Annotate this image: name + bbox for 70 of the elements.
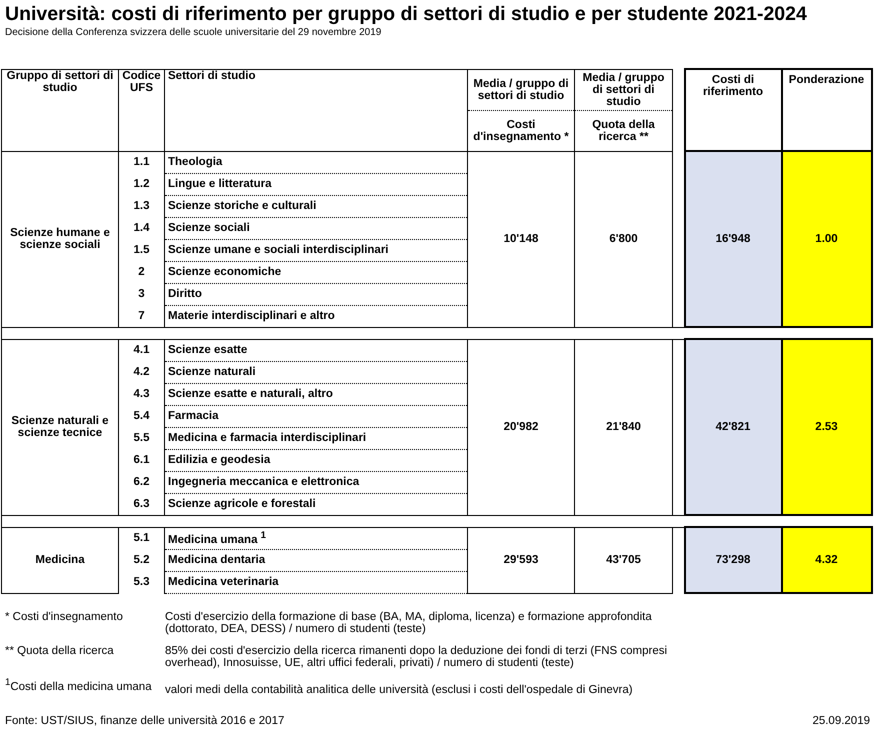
footnote-term: $^{1}$Costi della medicina umana — [5, 677, 153, 693]
field-code: 5.5 — [118, 427, 164, 449]
reference-cost: 73'298 — [684, 527, 782, 593]
field-name: Lingue e litteratura — [164, 173, 468, 195]
column-header: Ponderazione — [782, 69, 872, 151]
cost-value: 10'148 — [468, 151, 574, 327]
column-header: Codice UFS — [118, 69, 164, 151]
field-name: Farmacia — [164, 405, 468, 427]
reference-cost: 16'948 — [684, 151, 782, 327]
field-code: 2 — [118, 261, 164, 283]
footnote-text: Costi d'esercizio della formazione di base (BA, MA, diploma, licenza) e formazione approfondita (dottorato, DEA, DESS) / numero di studenti (teste) — [165, 611, 653, 635]
field-name: Medicina dentaria — [164, 549, 468, 571]
field-code: 4.2 — [118, 361, 164, 383]
field-code: 7 — [118, 305, 164, 327]
group-name: Scienze humane e scienze sociali — [2, 151, 118, 327]
field-code: 6.2 — [118, 471, 164, 493]
field-code: 4.3 — [118, 383, 164, 405]
weighting-value: 1.00 — [782, 151, 872, 327]
field-name: Ingegneria meccanica e elettronica — [164, 471, 468, 493]
field-name: Scienze esatte e naturali, altro — [164, 383, 468, 405]
column-header: Media / gruppo di settori di studio — [468, 69, 574, 110]
cost-value: 20'982 — [468, 339, 574, 515]
column-header: Media / gruppo di settori di studio — [574, 69, 672, 110]
column-header: Gruppo di settori di studio — [2, 69, 118, 151]
cost-value: 6'800 — [574, 151, 672, 327]
field-code: 6.3 — [118, 493, 164, 515]
field-code: 1.1 — [118, 151, 164, 173]
footnote-term: * Costi d'insegnamento — [5, 611, 124, 623]
field-code: 4.1 — [118, 339, 164, 361]
group-name: Scienze naturali e scienze tecnice — [2, 339, 118, 515]
field-name: Scienze sociali — [164, 217, 468, 239]
field-code: 5.3 — [118, 571, 164, 593]
field-name: Edilizia e geodesia — [164, 449, 468, 471]
group-name: Medicina — [2, 527, 118, 593]
footnote-term: ** Quota della ricerca — [5, 645, 115, 657]
footnote-text: 85% dei costi d'esercizio della ricerca rimanenti dopo la deduzione dei fondi di terzi (FNS compresi overhead), Innosuisse, UE, altri uffici federali, privati) / numero di studenti (teste) — [165, 645, 668, 669]
weighting-value: 4.32 — [782, 527, 872, 593]
column-header: Costi di riferimento — [684, 69, 782, 151]
weighting-value: 2.53 — [782, 339, 872, 515]
field-name: Scienze economiche — [164, 261, 468, 283]
field-code: 1.2 — [118, 173, 164, 195]
reference-cost: 42'821 — [684, 339, 782, 515]
column-header: Quota della ricerca ** — [574, 110, 672, 151]
field-name: Medicina umana $^{1}$ — [164, 527, 468, 549]
field-name: Scienze naturali — [164, 361, 468, 383]
source-note: Fonte: UST/SIUS, finanze delle università 2016 e 2017 — [5, 715, 284, 727]
footnote-text: valori medi della contabilità analitica delle università (esclusi i costi dell'ospedale di Ginevra) — [165, 684, 634, 696]
field-name: Scienze umane e sociali interdisciplinari — [164, 239, 468, 261]
cost-value: 43'705 — [574, 527, 672, 593]
field-name: Scienze esatte — [164, 339, 468, 361]
field-code: 6.1 — [118, 449, 164, 471]
date: 25.09.2019 — [812, 715, 870, 727]
field-name: Medicina e farmacia interdisciplinari — [164, 427, 468, 449]
title: Università: costi di riferimento per gruppo di settori di studio e per studente 2021-2024 — [5, 3, 807, 26]
field-name: Theologia — [164, 151, 468, 173]
field-code: 5.1 — [118, 527, 164, 549]
field-code: 5.2 — [118, 549, 164, 571]
field-code: 5.4 — [118, 405, 164, 427]
field-code: 1.3 — [118, 195, 164, 217]
field-code: 1.5 — [118, 239, 164, 261]
column-header: Costi d'insegnamento * — [468, 110, 574, 151]
field-code: 1.4 — [118, 217, 164, 239]
subtitle: Decisione della Conferenza svizzera delle scuole universitarie del 29 novembre 2019 — [5, 27, 382, 38]
field-name: Scienze storiche e culturali — [164, 195, 468, 217]
column-header: Settori di studio — [164, 69, 468, 151]
cost-value: 29'593 — [468, 527, 574, 593]
field-name: Medicina veterinaria — [164, 571, 468, 593]
field-code: 3 — [118, 283, 164, 305]
cost-value: 21'840 — [574, 339, 672, 515]
field-name: Diritto — [164, 283, 468, 305]
